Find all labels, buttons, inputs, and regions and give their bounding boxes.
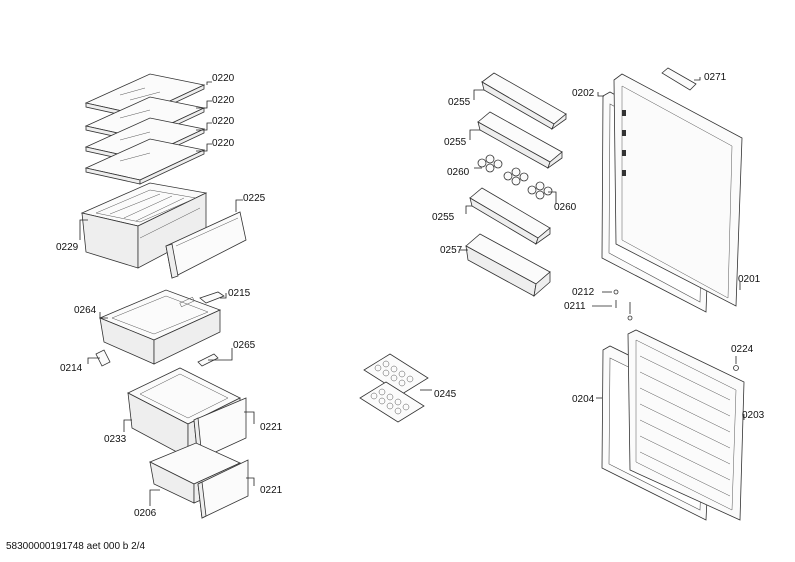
label-0229: 0229 [56, 242, 79, 253]
label-0220-c: 0220 [212, 116, 235, 127]
label-0201: 0201 [738, 274, 761, 285]
label-0220-a: 0220 [212, 73, 235, 84]
cover-panel [165, 211, 247, 279]
egg-holder-1 [477, 154, 503, 173]
glass-shelf-4 [84, 138, 206, 185]
label-0260-a: 0260 [447, 167, 470, 178]
label-0220-b: 0220 [212, 95, 235, 106]
label-0212: 0212 [572, 287, 595, 298]
part-labels: 0220 0220 0220 0220 0225 0229 0215 0264 … [56, 72, 765, 519]
label-0224: 0224 [731, 344, 754, 355]
label-0206: 0206 [134, 508, 157, 519]
label-0257: 0257 [440, 245, 463, 256]
door-bottom [627, 329, 745, 521]
label-0215: 0215 [228, 288, 251, 299]
label-0245: 0245 [434, 389, 457, 400]
leader-lines [79, 77, 745, 506]
crisper-cover-frame [80, 182, 208, 269]
screw-0212 [613, 289, 619, 295]
label-0203: 0203 [742, 410, 765, 421]
label-0255-b: 0255 [444, 137, 467, 148]
egg-trays [359, 353, 429, 423]
label-0271: 0271 [704, 72, 727, 83]
screw-0211 [615, 300, 633, 321]
label-0255-c: 0255 [432, 212, 455, 223]
egg-holder-2 [503, 167, 529, 186]
label-0202: 0202 [572, 88, 595, 99]
door-shelf-3 [469, 187, 551, 246]
logo-plate [661, 67, 697, 91]
label-0233: 0233 [104, 434, 127, 445]
door-top [613, 73, 743, 307]
label-0221-a: 0221 [260, 422, 283, 433]
label-0220-d: 0220 [212, 138, 235, 149]
label-0265: 0265 [233, 340, 256, 351]
freezer-tray [98, 289, 222, 365]
egg-holder-3 [527, 181, 553, 200]
clip-left [95, 349, 111, 367]
door-shelf-2 [477, 111, 563, 170]
label-0221-b: 0221 [260, 485, 283, 496]
label-0211: 0211 [564, 301, 586, 312]
label-0255-a: 0255 [448, 97, 471, 108]
bottle-shelf [465, 233, 551, 298]
flap-part [199, 291, 225, 304]
label-0225: 0225 [243, 193, 266, 204]
label-0214: 0214 [60, 363, 83, 374]
cap-part [733, 365, 739, 371]
label-0264: 0264 [74, 305, 97, 316]
document-footer-id: 58300000191748 aet 000 b 2/4 [6, 541, 146, 552]
label-0260-b: 0260 [554, 202, 577, 213]
drawer-front-bottom [197, 459, 249, 519]
door-shelf-1 [481, 72, 567, 131]
label-0204: 0204 [572, 394, 595, 405]
